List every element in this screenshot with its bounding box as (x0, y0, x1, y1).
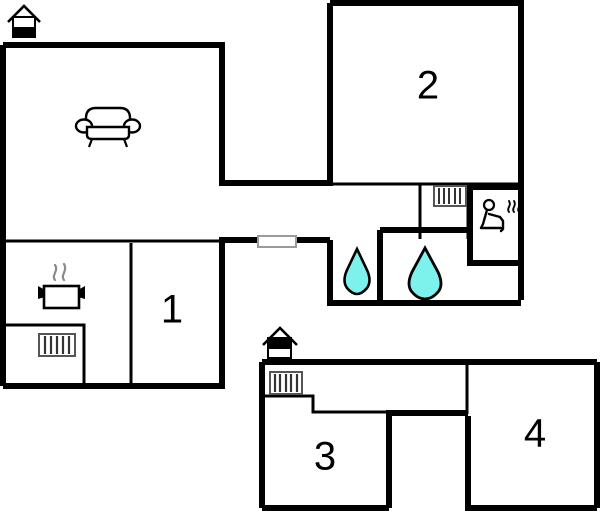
radiator-icon-kitchen (38, 333, 76, 357)
sauna-icon (479, 198, 521, 233)
steam-wisp-left (52, 263, 58, 282)
sofa-leg-left (87, 138, 94, 148)
water-drop-shape (407, 245, 443, 301)
bedroom-4-area (470, 365, 595, 508)
kitchen-area (5, 245, 130, 385)
sauna-person-body (479, 208, 503, 230)
radiator-icon-corridor (433, 185, 467, 207)
sofa-seat (85, 125, 131, 141)
bedroom-1-area (133, 245, 220, 385)
wall-room2-top-right (330, 0, 524, 300)
steam-wisp-right (61, 262, 67, 282)
radiator-fins (438, 188, 461, 204)
lower-building-room-fills (265, 365, 595, 508)
house-body-fill (14, 27, 34, 37)
sauna-area (470, 190, 518, 260)
upper-building-inner-walls (4, 182, 519, 384)
wall-upper-left-top (3, 42, 225, 183)
water-drop-icon-small (343, 245, 371, 296)
bedroom-2-area (333, 5, 518, 180)
room-label-4: 4 (524, 412, 546, 456)
upper-building-room-fills (5, 5, 518, 385)
sauna-person-head (482, 198, 496, 212)
radiator-fins (43, 336, 71, 354)
water-drop-shape (343, 245, 371, 296)
water-drop-icon-large (407, 245, 443, 301)
sauna-steam-lines (507, 200, 521, 213)
wall-kitchen-alcove (4, 323, 86, 384)
lower-building: 3 4 (259, 326, 600, 511)
door-icon[interactable] (257, 235, 297, 248)
room-label-1: 1 (161, 288, 183, 332)
sofa-back (84, 106, 132, 133)
sofa-leg-right (122, 138, 129, 148)
living-room-area (5, 48, 220, 238)
lower-building-outer-walls (259, 359, 600, 511)
sofa-icon (74, 106, 142, 148)
upper-building: 1 2 (0, 0, 524, 389)
house-body-fill (269, 339, 290, 349)
lower-building-inner-walls (264, 364, 469, 414)
house-entrance-icon-upper (7, 4, 41, 38)
pot-body (42, 284, 81, 310)
wall-room3-alcove (264, 394, 388, 414)
radiator-icon-room3 (269, 371, 303, 395)
room-label-3: 3 (314, 435, 336, 479)
sauna-person-legs (487, 212, 505, 233)
room-label-2: 2 (417, 64, 439, 108)
stove-pot-icon (38, 262, 85, 310)
wall-upper-left-bottom (3, 240, 225, 389)
house-entrance-icon-lower (262, 326, 298, 359)
radiator-fins (273, 374, 299, 392)
